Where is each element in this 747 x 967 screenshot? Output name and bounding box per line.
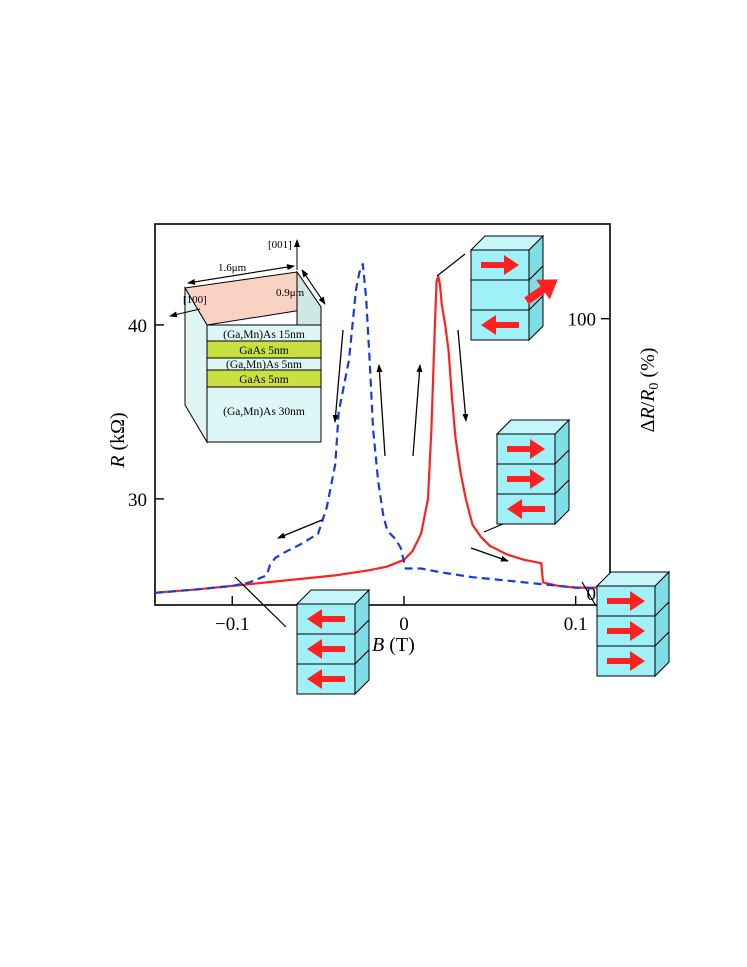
layer-gamnas-30: [206, 386, 322, 443]
x-axis-unit: (T): [384, 634, 415, 656]
magnetization-arrow: [607, 591, 645, 611]
magnetization-arrow: [524, 279, 558, 305]
direction-100-label: [100]: [183, 294, 207, 306]
magnetization-arrow: [481, 315, 519, 335]
magnetization-stack: [295, 588, 371, 696]
right-axis-subscript: 0: [647, 383, 662, 390]
dimension-arrow: [187, 265, 295, 285]
right-axis-unit: (%): [637, 348, 659, 383]
right-axis-delta: Δ: [637, 419, 659, 432]
cube-front-face: [470, 279, 530, 311]
cube-front-face: [496, 463, 556, 495]
left-axis-symbol: R: [107, 455, 129, 468]
leader-line: [581, 581, 597, 607]
direction-arrow-100: [169, 308, 201, 318]
left-axis-unit: (kΩ): [107, 412, 129, 455]
cube-top-face: [595, 571, 671, 587]
magnetization-arrow: [307, 669, 345, 689]
magnetization-arrow: [607, 621, 645, 641]
right-axis-r0: R: [637, 390, 659, 403]
x-tick-label: 0.1: [564, 614, 588, 635]
magnetization-stack: [595, 570, 671, 678]
length-label: 1.6μm: [218, 262, 247, 274]
x-axis-label: B (T): [372, 634, 415, 656]
plot-frame: [154, 223, 611, 606]
layer-label: GaAs 5nm: [239, 345, 289, 357]
direction-001-label: [001]: [268, 239, 292, 251]
right-tick-label: 100: [568, 310, 597, 331]
curve-sweep-down: [154, 262, 611, 594]
magnetization-arrow: [507, 439, 545, 459]
cube-side-face: [554, 478, 570, 526]
magnetization-arrow: [481, 255, 519, 275]
right-tick-label: 0: [587, 584, 597, 605]
magnetization-arrow: [307, 639, 345, 659]
cube-side-face: [654, 630, 670, 678]
y-tick-label: 30: [128, 490, 147, 511]
magnetization-arrow: [307, 609, 345, 629]
sweep-arrow: [376, 364, 386, 457]
leader-line: [436, 253, 466, 277]
sweep-arrow: [277, 519, 323, 539]
sweep-arrow: [457, 329, 469, 422]
axis-ticks: −0.1 0 0.1 30 40 0 100: [128, 310, 610, 635]
cube-top-face: [495, 419, 571, 435]
layer-label: (Ga,Mn)As 5nm: [226, 359, 302, 371]
curve-sweep-up: [154, 275, 610, 594]
layer-label: (Ga,Mn)As 30nm: [223, 406, 305, 418]
cube-side-face: [528, 294, 544, 342]
magnetization-arrow: [507, 499, 545, 519]
x-tick-label: 0: [399, 614, 409, 635]
dimension-arrow: [301, 269, 326, 305]
layer-label: GaAs 5nm: [239, 374, 289, 386]
cube-side-face: [354, 648, 370, 696]
sweep-arrows: [277, 329, 509, 562]
data-curves: [154, 262, 611, 594]
leader-line: [234, 576, 287, 628]
magnetization-stack: [469, 234, 558, 342]
layer-stack-inset: (Ga,Mn)As 15nm GaAs 5nm (Ga,Mn)As 5nm Ga…: [169, 239, 326, 444]
sweep-arrow: [470, 547, 509, 562]
width-label: 0.9μm: [276, 287, 305, 299]
right-axis-slash: /: [637, 401, 659, 407]
magnetization-arrow: [507, 469, 545, 489]
x-tick-label: −0.1: [215, 614, 249, 635]
left-axis-label: R (kΩ): [107, 412, 129, 468]
magnetization-configurations: [295, 234, 671, 696]
sweep-arrow: [332, 329, 344, 423]
cube-top-face: [295, 589, 371, 605]
x-axis-symbol: B: [372, 634, 384, 656]
right-axis-r: R: [637, 407, 659, 420]
layer-label: (Ga,Mn)As 15nm: [223, 329, 305, 341]
right-axis-label: ΔR/R0 (%): [637, 348, 662, 433]
magnetization-stack: [495, 418, 571, 526]
sweep-arrow: [412, 364, 423, 457]
y-tick-label: 40: [128, 316, 147, 337]
cube-top-face: [469, 235, 545, 251]
magnetization-arrow: [607, 651, 645, 671]
